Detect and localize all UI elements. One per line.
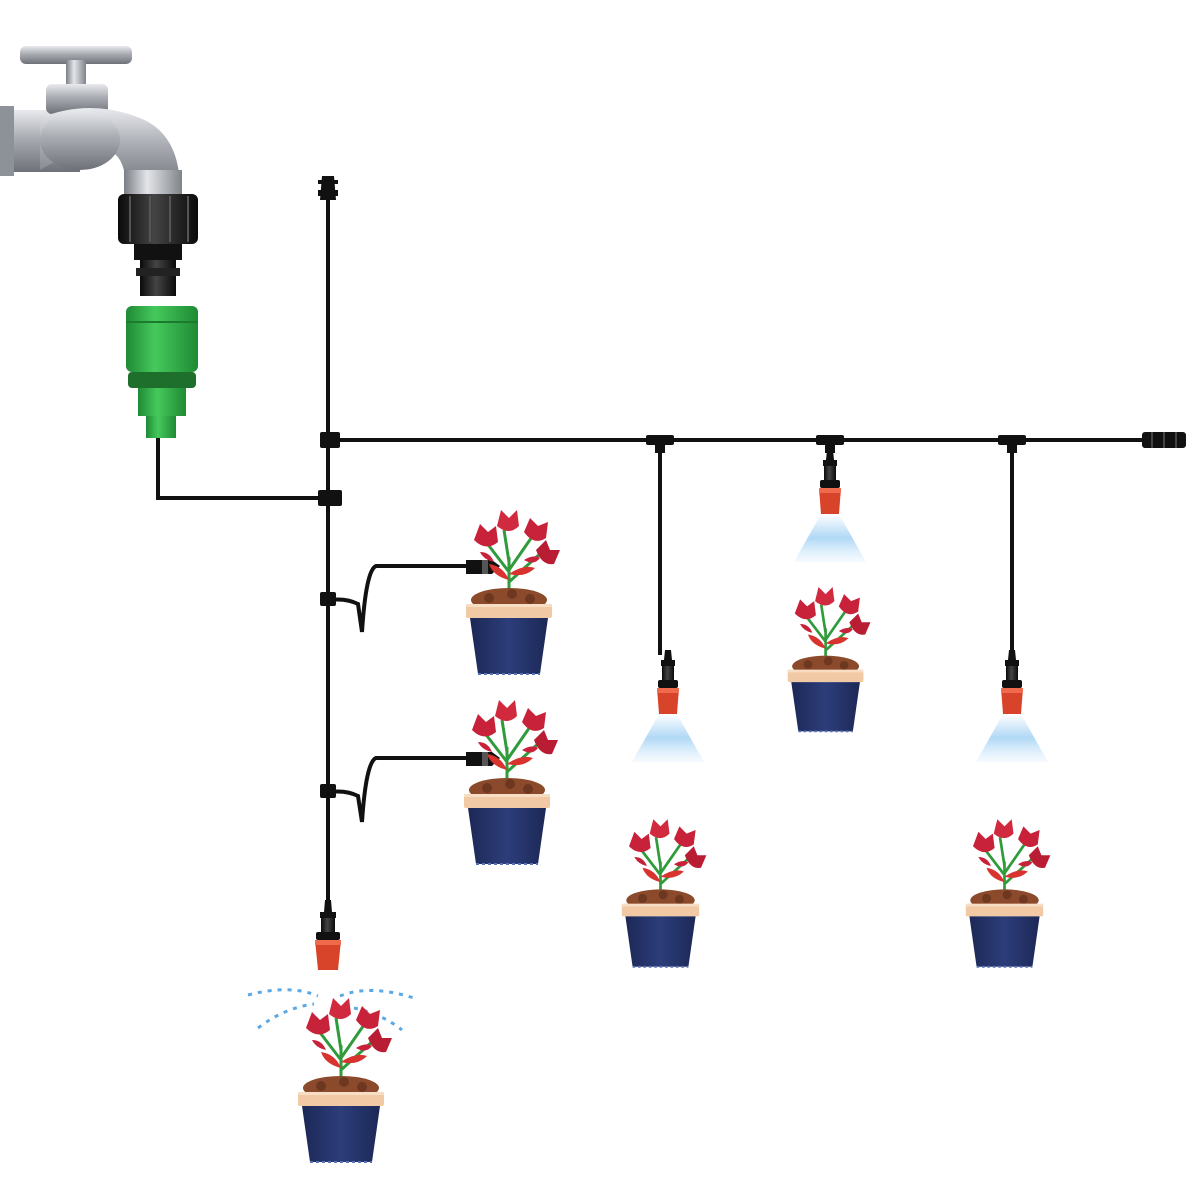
dripper-icon	[466, 560, 500, 574]
flower-pot-icon	[620, 817, 708, 969]
mist-nozzle-icon	[315, 900, 341, 970]
drip-line-1	[329, 564, 470, 633]
hose-adapter-icon	[118, 194, 198, 296]
flower-pot-icon	[786, 585, 872, 733]
faucet-icon	[0, 46, 182, 194]
mist-nozzle-icon	[976, 650, 1048, 762]
mist-nozzle-icon	[794, 450, 866, 562]
flower-pot-icon	[296, 996, 394, 1164]
quick-connector-icon	[126, 306, 198, 438]
flower-pot-icon	[964, 817, 1052, 969]
flower-pot-icon	[462, 698, 560, 866]
feed-tube	[156, 438, 328, 500]
mist-nozzle-icon	[632, 650, 704, 762]
tubing	[156, 200, 1150, 930]
fittings	[318, 176, 1026, 798]
drip-line-2	[329, 756, 470, 823]
end-plug-icon	[1142, 432, 1186, 448]
flower-pot-icon	[464, 508, 562, 676]
